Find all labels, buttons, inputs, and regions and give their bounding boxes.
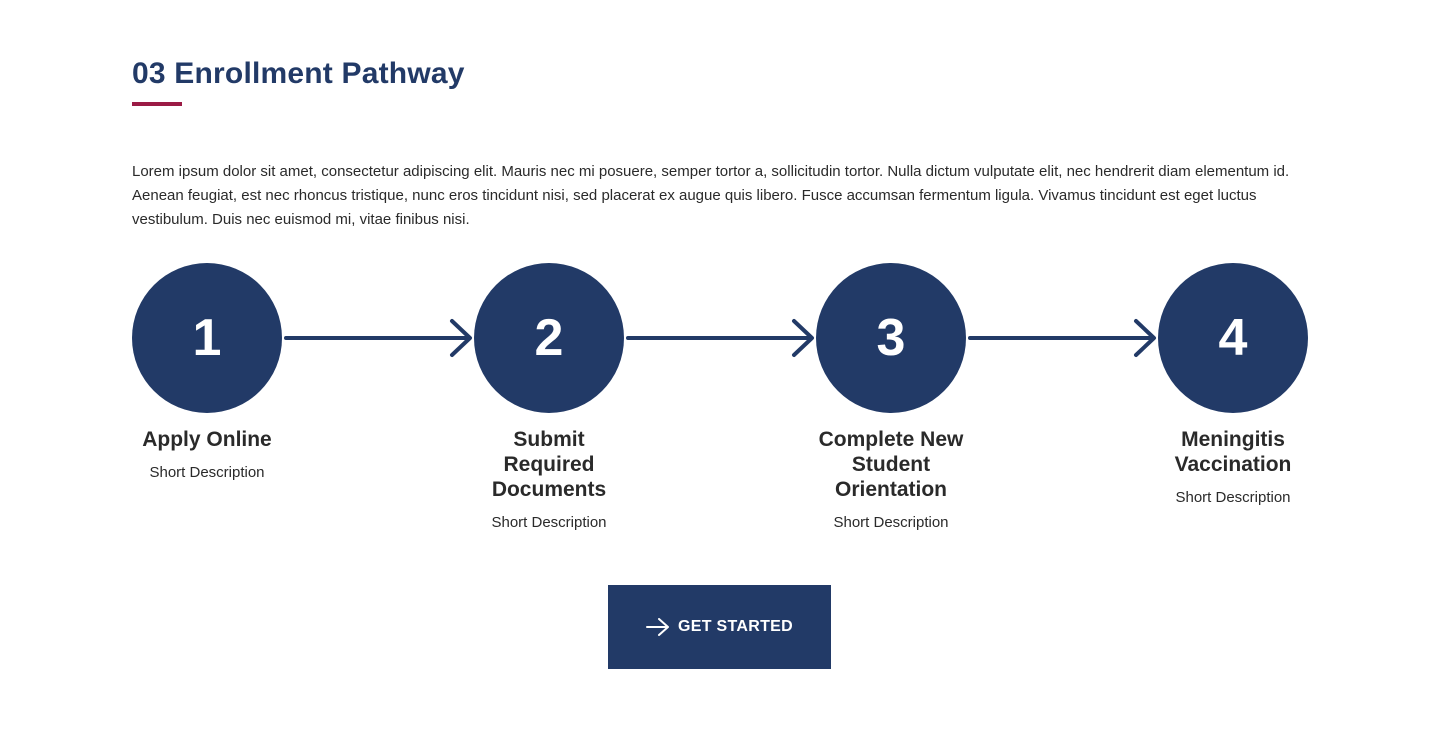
step-title: Submit Required Documents [491,428,607,501]
step-4: 4 Meningitis Vaccination Short Descripti… [1158,263,1308,506]
step-1: 1 Apply Online Short Description [132,263,282,481]
arrow-right-icon [284,319,472,357]
step-number-circle: 4 [1158,263,1308,413]
step-number-circle: 2 [474,263,624,413]
intro-paragraph: Lorem ipsum dolor sit amet, consectetur … [132,163,1290,228]
step-number-circle: 3 [816,263,966,413]
step-description: Short Description [491,514,607,531]
get-started-button[interactable]: GET STARTED [608,585,831,669]
step-description: Short Description [149,464,265,481]
step-title: Meningitis Vaccination [1174,428,1292,476]
arrow-right-icon [626,319,814,357]
title-underline [132,102,182,106]
section-title: 03 Enrollment Pathway [132,57,465,90]
arrow-right-icon [968,319,1156,357]
step-3: 3 Complete New Student Orientation Short… [816,263,966,531]
step-title: Apply Online [142,428,272,451]
get-started-label: GET STARTED [677,618,793,635]
step-description: Short Description [1175,489,1291,506]
arrow-right-icon [645,618,669,636]
step-title: Complete New Student Orientation [818,428,964,501]
step-number-circle: 1 [132,263,282,413]
step-description: Short Description [833,514,949,531]
step-2: 2 Submit Required Documents Short Descri… [474,263,624,531]
